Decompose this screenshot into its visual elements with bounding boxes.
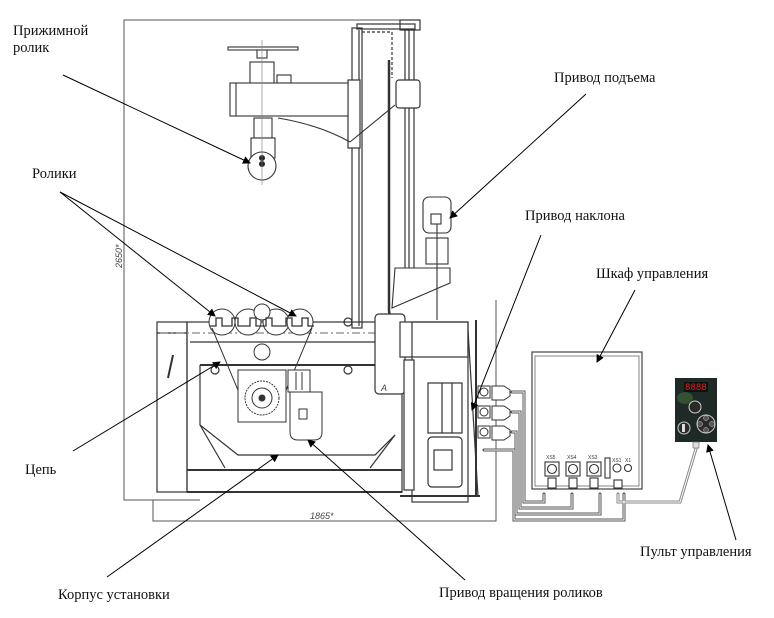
label-line: ролик [13,40,50,56]
leader-pendant [706,444,737,541]
leader-rollers-2 [59,191,297,317]
label-roller-rotation-drive: Привод вращения роликов [439,585,603,601]
width-dimension-label: 1865* [310,511,334,521]
section-mark-label: A [380,383,387,393]
leader-body [106,454,279,578]
cabinet-connector-labels: XS5 XS4 XS3 XS1 X1 [546,455,631,464]
leader-roller-drive [307,439,466,581]
lift-motor [391,196,452,320]
control-pendant: 8888 [675,378,717,449]
label-control-pendant: Пульт управления [640,544,752,560]
rotation-gearbox [237,369,323,441]
leader-lift-drive [449,93,587,219]
leader-cabinet [596,289,636,363]
label-lift-drive: Привод подъема [554,70,656,86]
control-cabinet [531,351,643,490]
label-pressure-roller: Прижимной ролик [13,23,88,57]
leader-lines [59,74,737,581]
connector-label: XS1 [612,458,622,464]
connector-label: XS3 [588,455,598,461]
leader-tilt-drive [470,234,542,411]
height-dimension-label: 2650* [114,244,124,269]
tilt-drive-unit [374,313,480,503]
label-rollers: Ролики [32,166,77,182]
connector-label: XS5 [546,455,556,461]
label-tilt-drive: Привод наклона [525,208,625,224]
pendant-display: 8888 [685,383,707,393]
connector-label: XS4 [567,455,577,461]
leader-rollers-1 [59,191,216,317]
pressure-roller-arm [227,40,396,185]
leader-chain [72,361,221,452]
label-line: Прижимной [13,23,89,39]
label-body: Корпус установки [58,587,170,603]
leader-pressure-roller [62,74,251,164]
label-chain: Цепь [25,462,57,478]
drive-connectors [477,385,511,441]
label-control-cabinet: Шкаф управления [596,266,709,282]
connector-label: X1 [625,458,631,464]
